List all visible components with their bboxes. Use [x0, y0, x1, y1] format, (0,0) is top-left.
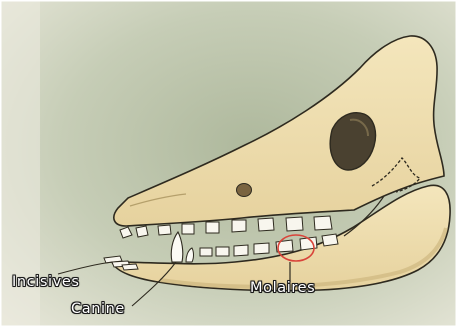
- nasal-foramen: [237, 184, 252, 197]
- canine-label: Canine: [71, 302, 125, 317]
- molars-label: Molaires: [250, 281, 315, 296]
- incisors-label: Incisives: [12, 275, 80, 290]
